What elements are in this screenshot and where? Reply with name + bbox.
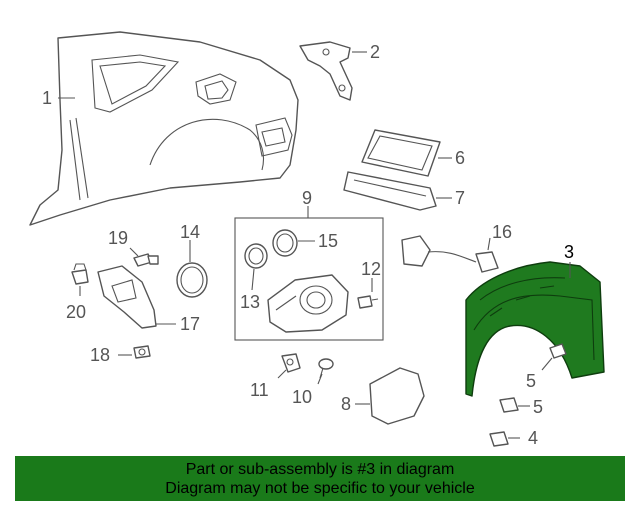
callout-18: 18	[90, 345, 110, 365]
banner-line-2: Diagram may not be specific to your vehi…	[165, 480, 475, 497]
callout-1: 1	[42, 88, 52, 108]
part-4-clip	[489, 431, 509, 447]
callout-4: 4	[528, 428, 538, 448]
fuel-filler-housing	[267, 274, 349, 333]
part-1-quarter-panel	[29, 31, 299, 226]
callout-19: 19	[108, 228, 128, 248]
callout-5-lower: 5	[533, 397, 543, 417]
part-6-seal-frame	[361, 129, 441, 177]
part-14-ring	[176, 262, 208, 298]
info-banner: Part or sub-assembly is #3 in diagram Di…	[15, 456, 625, 501]
callout-10: 10	[292, 387, 312, 407]
callout-17: 17	[180, 314, 200, 334]
callout-2: 2	[370, 42, 380, 62]
part-15-ring	[272, 229, 298, 257]
part-3-wheelhouse-liner	[465, 261, 605, 397]
part-5-clip-lower	[499, 397, 519, 413]
part-18-clip	[133, 345, 151, 359]
part-17-bracket	[97, 265, 157, 329]
callout-16: 16	[492, 222, 512, 242]
part-2-bracket	[299, 41, 353, 101]
callout-12: 12	[361, 259, 381, 279]
callout-3: 3	[564, 242, 574, 262]
callout-9: 9	[302, 188, 312, 208]
part-8-fuel-door	[369, 367, 425, 425]
callout-8: 8	[341, 394, 351, 414]
part-12-screw	[357, 295, 379, 309]
callout-13: 13	[240, 292, 260, 312]
part-20-clip	[71, 263, 89, 285]
parts-diagram: 1 2 6 7 9 15 13	[29, 31, 605, 448]
callout-5-upper: 5	[526, 371, 536, 391]
part-7-lower-seal	[343, 171, 437, 211]
part-10-screw	[318, 358, 334, 379]
callout-11: 11	[250, 380, 269, 400]
callout-15: 15	[318, 231, 338, 251]
callout-7: 7	[455, 188, 465, 208]
part-13-seal-ring	[244, 243, 268, 269]
banner-line-1: Part or sub-assembly is #3 in diagram	[185, 461, 455, 478]
part-11-bracket	[281, 353, 301, 373]
part-5-clip-upper	[549, 343, 567, 359]
part-19-bolt	[133, 253, 159, 267]
callout-14: 14	[180, 222, 200, 242]
callout-20: 20	[66, 302, 86, 322]
part-16-latch-actuator	[401, 235, 499, 273]
callout-6: 6	[455, 148, 465, 168]
part-9-fuel-door-assembly-box	[234, 206, 384, 341]
